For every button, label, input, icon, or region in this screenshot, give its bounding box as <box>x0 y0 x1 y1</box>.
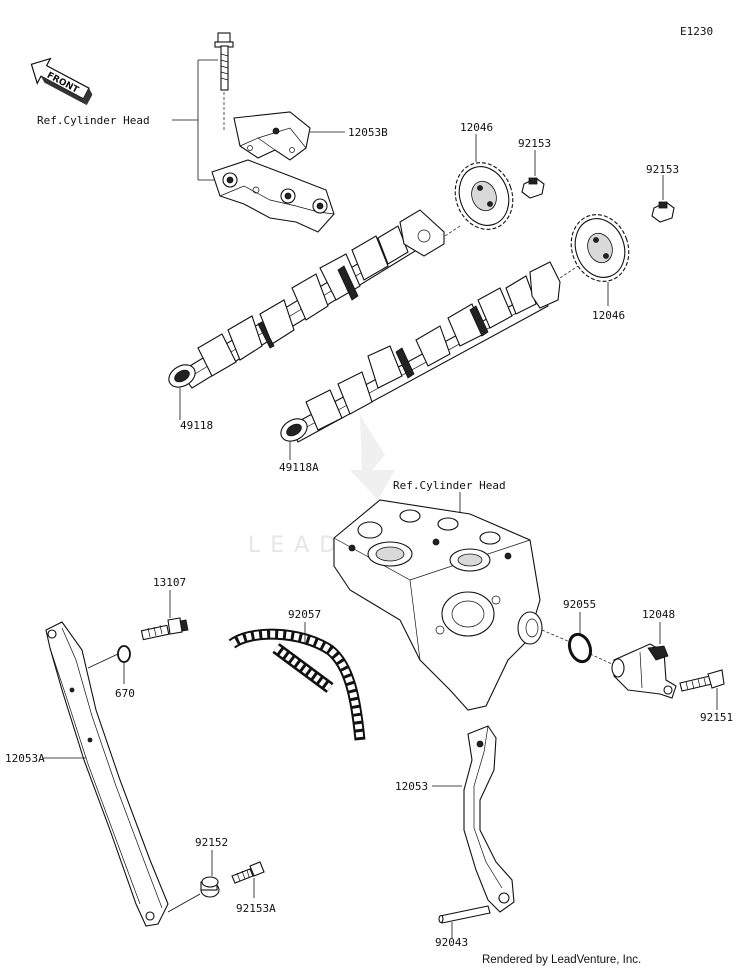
camshaft-cap-12053B <box>233 111 311 161</box>
footer-credit: Rendered by LeadVenture, Inc. <box>482 954 641 966</box>
pin-92043 <box>438 905 491 924</box>
label-92152: 92152 <box>195 836 228 849</box>
front-arrow-icon: FRONT <box>30 57 93 106</box>
bolt-top <box>214 32 234 91</box>
label-12053: 12053 <box>395 780 428 793</box>
label-12053B: 12053B <box>348 126 388 139</box>
bolt-13107 <box>140 617 189 641</box>
camshaft-49118A <box>280 261 561 443</box>
camshaft-49118 <box>168 209 445 389</box>
cam-sprocket-lower <box>570 214 630 282</box>
o-ring-92055 <box>567 632 593 664</box>
washer-670 <box>117 645 131 663</box>
label-92043: 92043 <box>435 936 468 949</box>
sprocket-bolt-92153-a <box>521 177 545 199</box>
label-92153-b: 92153 <box>646 163 679 176</box>
label-12046-upper: 12046 <box>460 121 493 134</box>
label-670: 670 <box>115 687 135 700</box>
diagram-code: E1230 <box>680 25 713 38</box>
label-92153A: 92153A <box>236 902 276 915</box>
label-92055: 92055 <box>563 598 596 611</box>
label-49118: 49118 <box>180 419 213 432</box>
label-92151: 92151 <box>700 711 733 724</box>
label-92153-a: 92153 <box>518 137 551 150</box>
bolt-92151 <box>679 669 725 692</box>
cam-chain-92057 <box>228 628 366 741</box>
camshaft-holder <box>211 159 335 233</box>
tensioner-12048 <box>611 643 677 699</box>
ref-cylinder-head-top: Ref.Cylinder Head <box>37 114 150 127</box>
bolt-92153A <box>231 861 265 884</box>
label-12046-lower: 12046 <box>592 309 625 322</box>
cam-sprocket-upper <box>454 162 514 230</box>
label-49118A: 49118A <box>279 461 319 474</box>
label-12053A: 12053A <box>5 752 45 765</box>
label-12048: 12048 <box>642 608 675 621</box>
chain-guide-12053A <box>45 621 169 927</box>
collar-92152 <box>200 876 220 898</box>
chain-guide-12053 <box>463 725 515 913</box>
label-92057: 92057 <box>288 608 321 621</box>
watermark-logo <box>350 415 395 500</box>
cylinder-head <box>333 499 543 711</box>
ref-cylinder-head-mid: Ref.Cylinder Head <box>393 479 506 492</box>
label-13107: 13107 <box>153 576 186 589</box>
sprocket-bolt-92153-b <box>651 201 675 223</box>
